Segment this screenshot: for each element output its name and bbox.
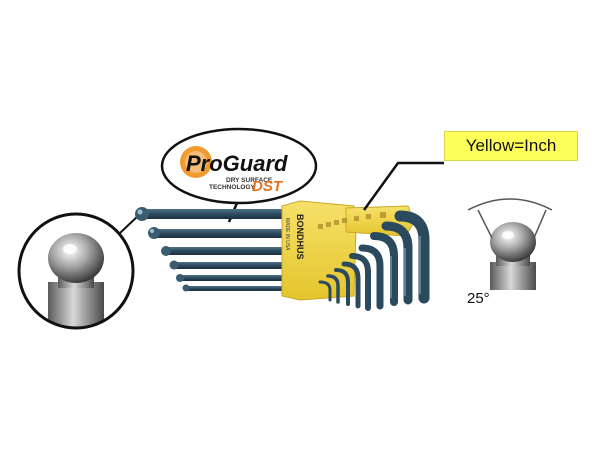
wrench-long-arms: [135, 207, 287, 292]
wrench-highlights: [390, 236, 421, 298]
ball-angle-label: 25°: [467, 290, 490, 307]
hex-wrench-set: BONDHUS MADE IN USA: [135, 200, 430, 311]
color-code-label: Yellow=Inch: [444, 131, 578, 161]
logo-subtext-line1: DRY SURFACE: [226, 177, 273, 184]
zoom-ball-end-icon: [17, 212, 135, 330]
logo-suffix-text: DST: [252, 178, 284, 195]
logo-brand-text: ProGuard: [186, 151, 288, 176]
logo-subtext-line2: TECHNOLOGY: [209, 184, 256, 191]
color-pointer-line: [362, 161, 444, 211]
wrench-short-arms: [318, 210, 430, 311]
holder-brand-text: BONDHUS: [295, 214, 305, 260]
ball-angle-diagram-icon: [467, 198, 553, 290]
proguard-logo: ProGuard DRY SURFACE TECHNOLOGY DST: [160, 127, 318, 205]
holder-origin-text: MADE IN USA: [284, 218, 290, 251]
